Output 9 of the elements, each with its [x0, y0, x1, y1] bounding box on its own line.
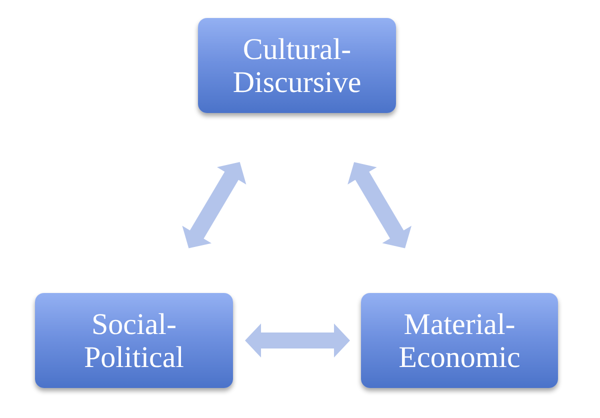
box-label: Social- Political [83, 308, 185, 374]
process-box [198, 18, 396, 113]
process-box [361, 293, 558, 388]
double-block-arrow [245, 324, 350, 358]
double-block-arrow [348, 162, 412, 248]
box-label: Cultural- Discursive [232, 32, 362, 98]
process-box [35, 293, 233, 388]
double-block-arrow [182, 162, 246, 248]
box-label: Material- Economic [398, 308, 522, 374]
